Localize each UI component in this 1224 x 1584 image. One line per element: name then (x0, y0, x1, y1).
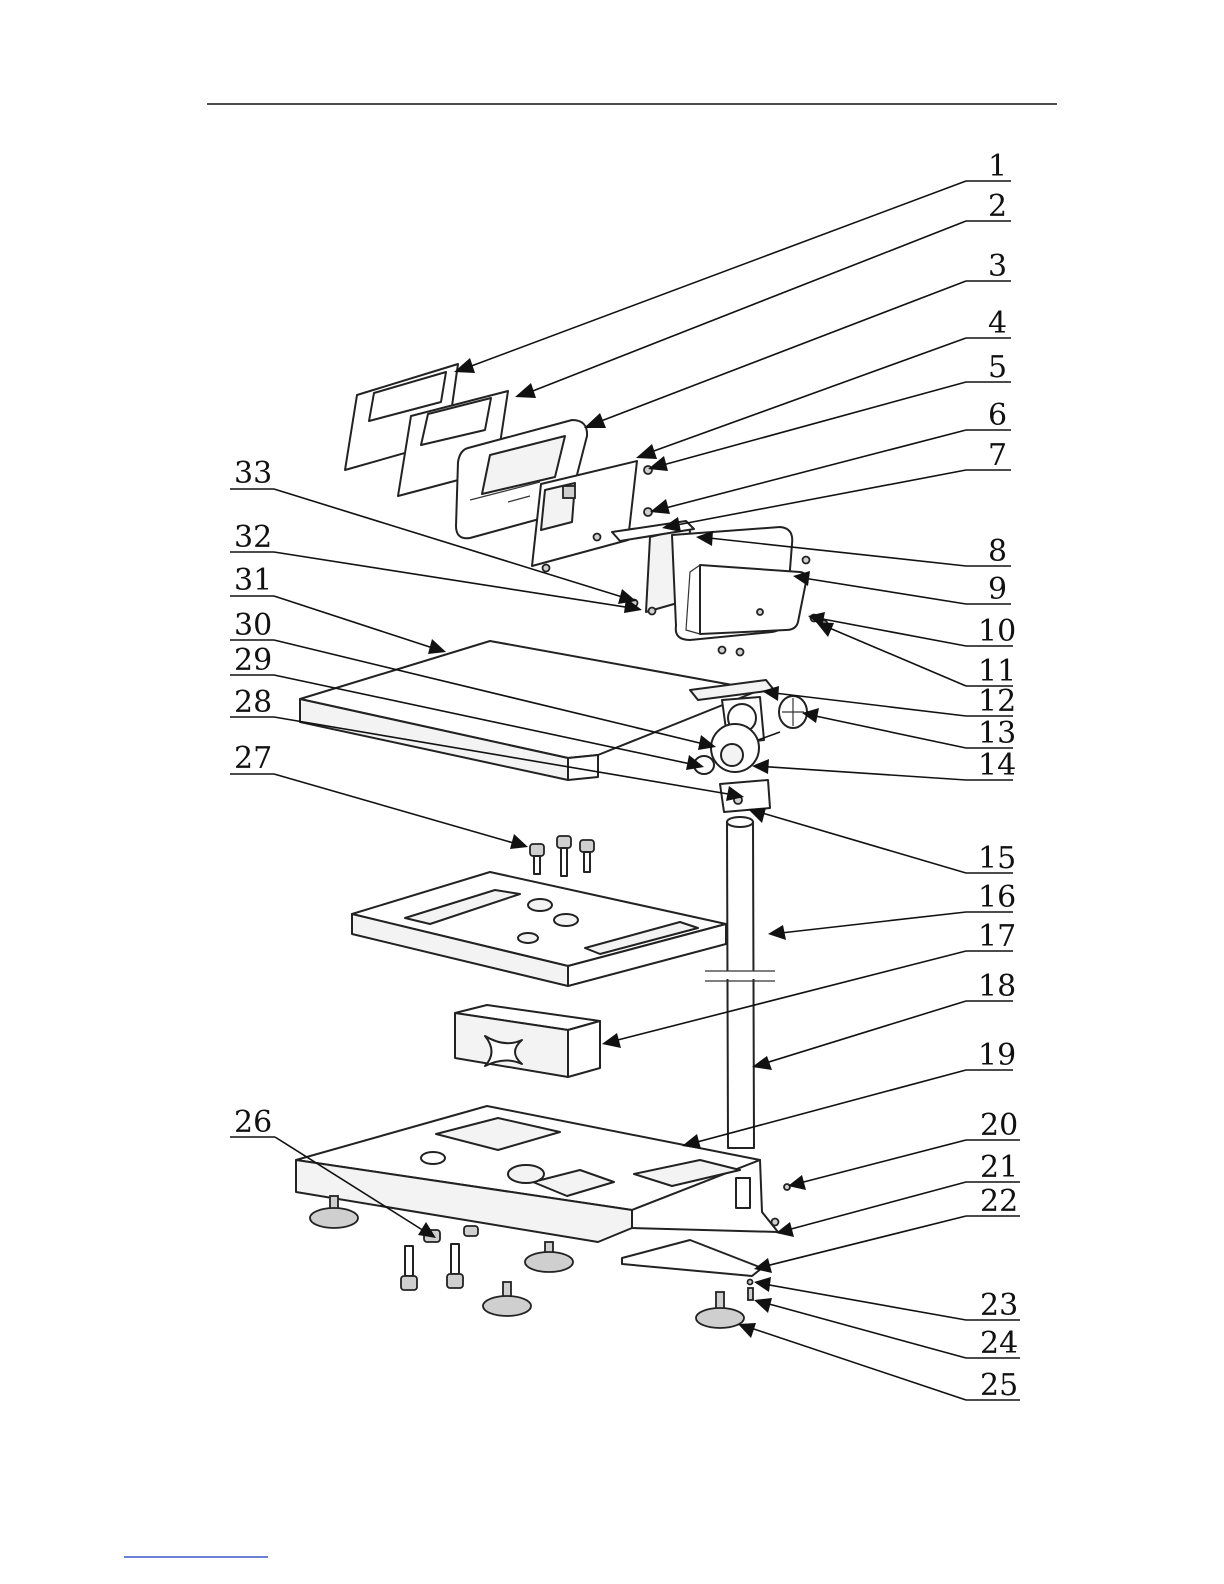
label-16: 16 (978, 880, 1016, 915)
label-24: 24 (980, 1326, 1018, 1361)
label-25: 25 (980, 1368, 1018, 1403)
part-clamp-wheel (711, 724, 759, 772)
callout-15: 15 (748, 808, 1016, 876)
part-frame-plate (352, 872, 726, 986)
label-20: 20 (980, 1108, 1018, 1143)
callout-6: 6 (650, 398, 1011, 514)
callout-23: 23 (754, 1277, 1020, 1323)
label-26: 26 (234, 1105, 272, 1140)
callout-5: 5 (648, 350, 1011, 471)
callout-18: 18 (752, 969, 1016, 1070)
label-27: 27 (234, 741, 272, 776)
label-28: 28 (234, 685, 272, 720)
callout-14: 14 (752, 748, 1016, 783)
label-14: 14 (978, 748, 1016, 783)
label-17: 17 (978, 919, 1016, 954)
label-9: 9 (988, 572, 1007, 607)
part-knob (758, 696, 807, 740)
part-washer-23 (748, 1280, 753, 1285)
part-base-bolts (401, 1226, 478, 1290)
part-bottom-plate (622, 1240, 762, 1276)
label-13: 13 (978, 716, 1016, 751)
label-1: 1 (988, 149, 1007, 184)
label-5: 5 (988, 350, 1007, 385)
label-22: 22 (980, 1184, 1018, 1219)
part-load-cell (455, 1005, 600, 1077)
part-rear-housing (646, 527, 806, 640)
callout-1: 1 (454, 149, 1011, 373)
label-8: 8 (988, 534, 1007, 569)
label-29: 29 (234, 643, 272, 678)
label-10: 10 (978, 614, 1016, 649)
label-7: 7 (988, 438, 1007, 473)
label-3: 3 (988, 249, 1007, 284)
callout-3: 3 (584, 249, 1011, 428)
part-screw-24 (748, 1288, 753, 1300)
callout-9: 9 (793, 571, 1011, 607)
part-screw-21 (772, 1219, 779, 1226)
callout-10: 10 (808, 612, 1016, 649)
label-32: 32 (234, 520, 272, 555)
callout-2: 2 (515, 189, 1011, 398)
label-18: 18 (978, 969, 1016, 1004)
label-23: 23 (980, 1288, 1018, 1323)
callout-7: 7 (662, 438, 1011, 532)
label-31: 31 (234, 563, 272, 598)
part-screw-20 (784, 1184, 790, 1190)
callout-25: 25 (738, 1323, 1020, 1403)
label-2: 2 (988, 189, 1007, 224)
label-15: 15 (978, 841, 1016, 876)
label-6: 6 (988, 398, 1007, 433)
label-30: 30 (234, 608, 272, 643)
label-4: 4 (988, 306, 1007, 341)
label-33: 33 (234, 456, 272, 491)
part-base (296, 1106, 778, 1242)
label-19: 19 (978, 1038, 1016, 1073)
part-pole (705, 817, 775, 1148)
part-bolts (530, 836, 594, 876)
label-21: 21 (980, 1150, 1018, 1185)
label-12: 12 (978, 684, 1016, 719)
